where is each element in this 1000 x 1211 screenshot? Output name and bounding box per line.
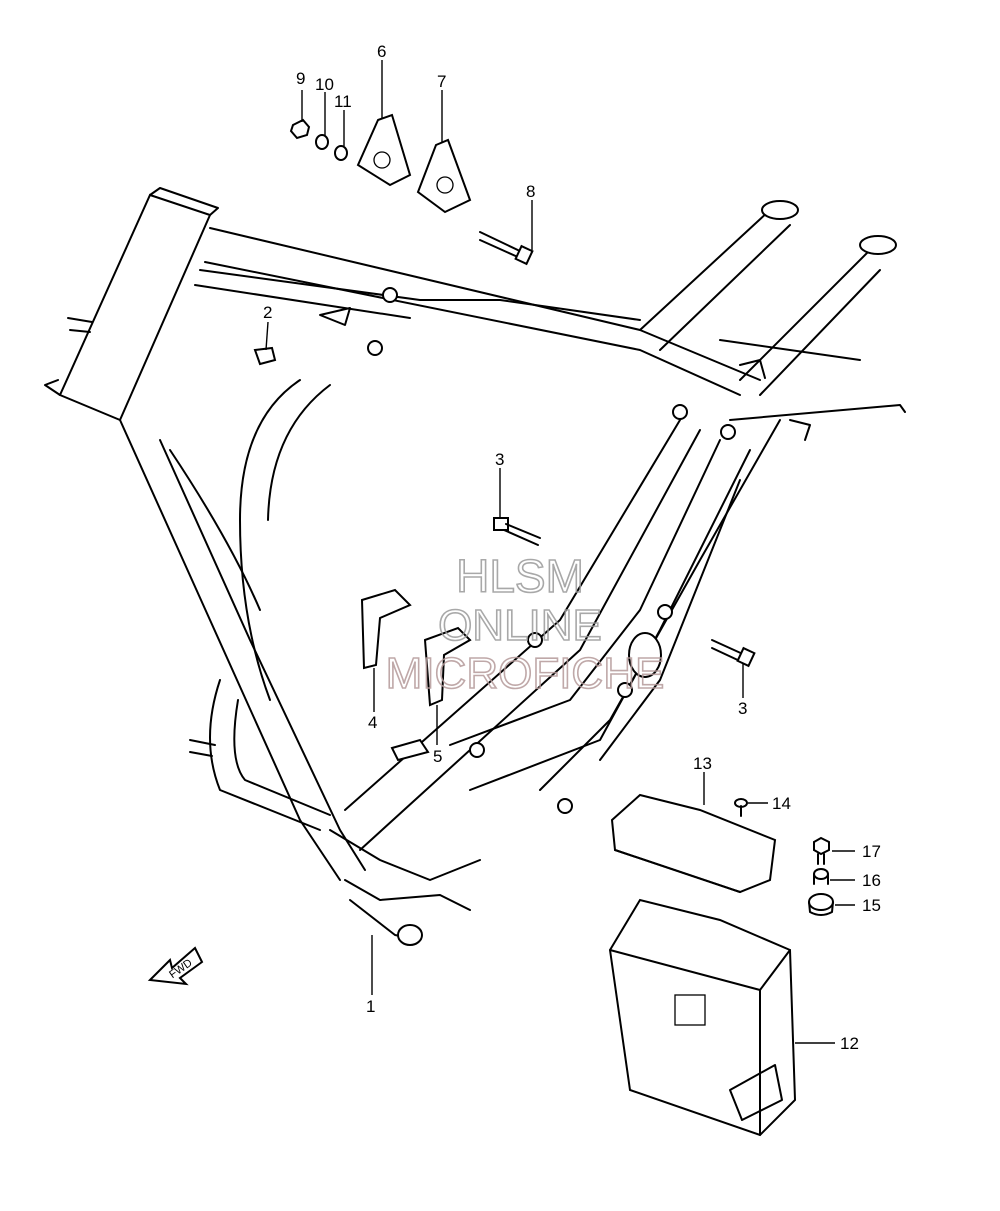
bracket-part-6 <box>356 113 412 187</box>
frame-body <box>44 187 906 946</box>
callout-3-lower: 3 <box>738 699 747 718</box>
grommet-part-15 <box>808 893 834 916</box>
watermark-line-1: HLSM <box>456 550 584 602</box>
callout-14: 14 <box>772 794 791 813</box>
bracket-part-5 <box>390 626 472 762</box>
callout-8: 8 <box>526 182 535 201</box>
forward-arrow-icon: FWD <box>147 946 204 986</box>
callout-3-upper: 3 <box>495 450 504 469</box>
collar-part-16 <box>813 868 829 885</box>
callout-17: 17 <box>862 842 881 861</box>
bolt-part-3-upper <box>493 517 541 546</box>
callout-labels: 1 2 3 3 4 5 6 7 8 9 10 11 12 13 14 15 16… <box>263 42 881 1053</box>
case-part-12 <box>608 898 797 1137</box>
bolt-part-8 <box>479 231 534 266</box>
callout-16: 16 <box>862 871 881 890</box>
callout-6: 6 <box>377 42 386 61</box>
watermark-line-2: ONLINE <box>438 601 602 650</box>
callout-13: 13 <box>693 754 712 773</box>
cover-part-13 <box>610 793 777 894</box>
watermark: HLSM ONLINE MICROFICHE <box>385 549 665 699</box>
bolt-part-2 <box>253 346 277 366</box>
callout-1: 1 <box>366 997 375 1016</box>
leader-lines <box>265 60 855 1044</box>
washer-part-10 <box>315 134 329 150</box>
callout-4: 4 <box>368 713 377 732</box>
nut-part-9 <box>289 118 311 140</box>
bolt-part-17 <box>813 836 830 865</box>
callout-10: 10 <box>315 75 334 94</box>
callout-15: 15 <box>862 896 881 915</box>
callout-5: 5 <box>433 747 442 766</box>
callout-7: 7 <box>437 72 446 91</box>
washer-part-11 <box>334 145 348 161</box>
callout-9: 9 <box>296 69 305 88</box>
callout-11: 11 <box>334 92 352 111</box>
bracket-part-4 <box>360 588 412 670</box>
callout-12: 12 <box>840 1034 859 1053</box>
screw-part-14 <box>734 798 748 817</box>
callout-2: 2 <box>263 303 272 322</box>
watermark-line-3: MICROFICHE <box>386 649 665 698</box>
bolt-part-3-lower <box>711 639 756 668</box>
bracket-part-7 <box>416 138 472 214</box>
